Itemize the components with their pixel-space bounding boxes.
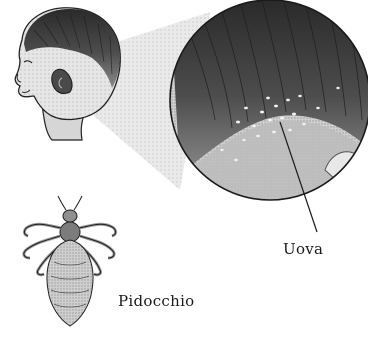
eggs-label: Uova [283, 240, 323, 258]
magnified-scalp [168, 0, 368, 205]
louse-label: Pidocchio [118, 292, 195, 310]
head-louse [24, 196, 116, 326]
